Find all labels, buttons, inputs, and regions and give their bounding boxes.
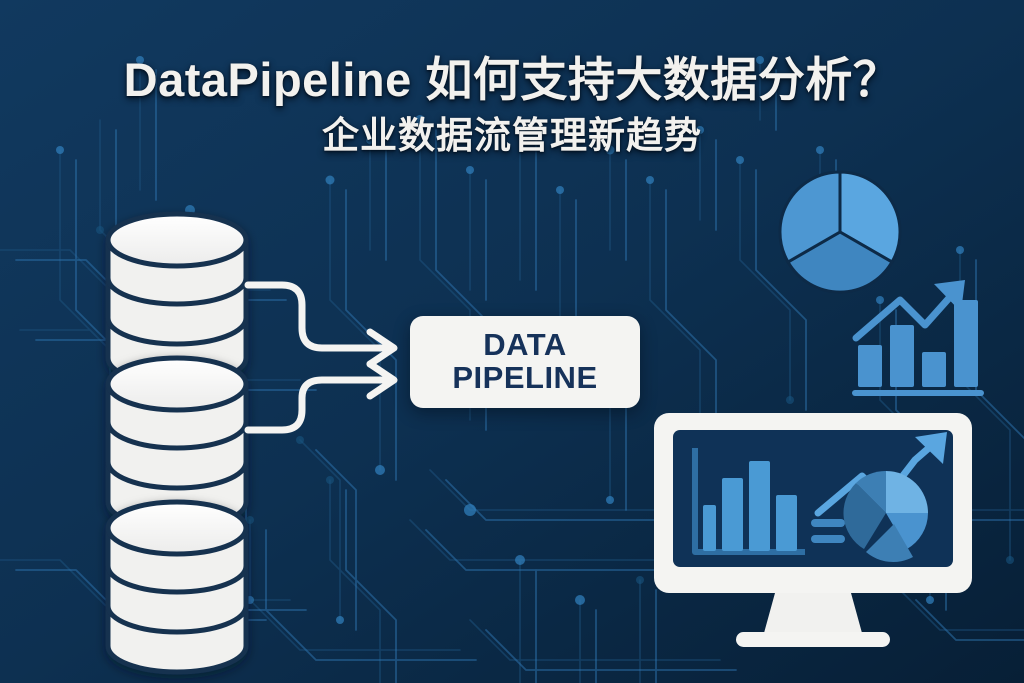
database-cylinder-1 — [105, 211, 249, 387]
top-right-pie-chart — [778, 170, 902, 294]
page-subtitle: 企业数据流管理新趋势 — [322, 114, 702, 156]
right-growth-bar-chart — [852, 280, 984, 396]
connector-arrow-top — [244, 281, 398, 368]
upward-trend-arrow — [852, 280, 965, 342]
pipeline-card-line-2: PIPELINE — [452, 360, 598, 395]
pipeline-card-line-1: DATA — [483, 327, 567, 363]
page-title: DataPipeline 如何支持大数据分析？ — [123, 53, 901, 106]
analytics-monitor — [654, 413, 972, 647]
database-cylinder-3 — [105, 499, 249, 675]
monitor-bar-chart — [692, 448, 805, 555]
monitor-pie-chart — [843, 470, 928, 562]
heading-block: DataPipeline 如何支持大数据分析？ 企业数据流管理新趋势 — [0, 53, 1024, 157]
database-cylinder-2 — [105, 355, 249, 531]
connector-arrow-bottom — [244, 360, 398, 434]
data-pipeline-card: DATA PIPELINE — [410, 316, 640, 408]
monitor-legend-dashes — [811, 519, 845, 543]
